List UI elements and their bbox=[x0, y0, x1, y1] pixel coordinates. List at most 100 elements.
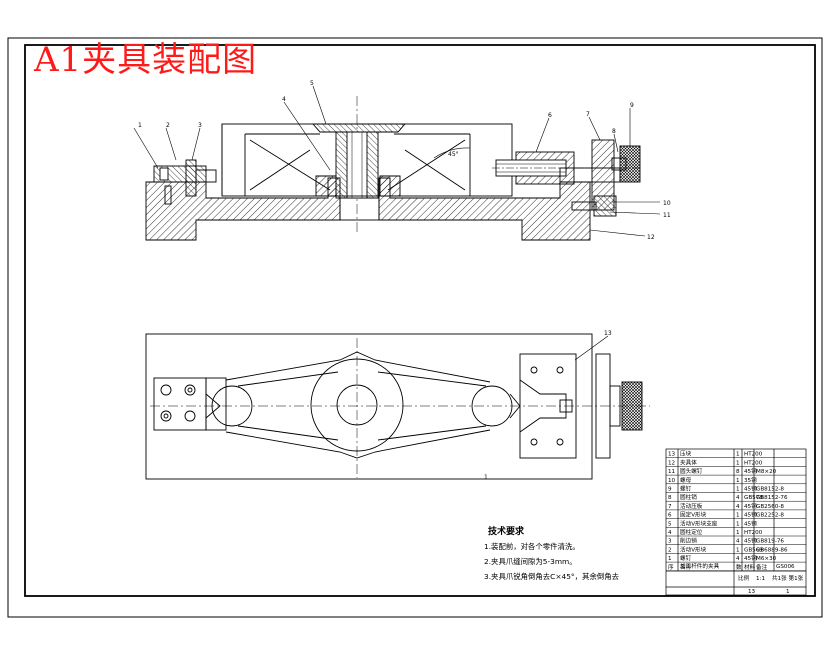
bom-cell: 活动压板 bbox=[680, 502, 703, 510]
bom-header-cell: 材料 bbox=[744, 563, 756, 571]
balloon-8: 8 bbox=[612, 128, 616, 135]
balloon-2: 2 bbox=[166, 122, 170, 129]
bom-cell: M8×20 bbox=[756, 469, 777, 475]
bom-cell: 活动V形块 bbox=[680, 545, 707, 553]
bom-cell: 4 bbox=[736, 504, 740, 510]
inner-border bbox=[24, 44, 816, 597]
bom-cell: HT200 bbox=[744, 452, 763, 458]
bom-cell: 7 bbox=[668, 504, 672, 510]
bom-cell: GB569 bbox=[744, 547, 763, 553]
bom-cell: 45钢 bbox=[744, 485, 757, 493]
bom-cell: 45钢 bbox=[744, 537, 757, 545]
bom-cell: GB819-76 bbox=[756, 539, 784, 545]
balloon-7: 7 bbox=[586, 111, 590, 118]
bom-cell: 6 bbox=[668, 513, 672, 519]
bom-cell: 4 bbox=[668, 530, 672, 536]
angle-label: 45° bbox=[448, 151, 459, 158]
bom-cell: GB2560-8 bbox=[756, 504, 784, 510]
balloon-1: 1 bbox=[138, 122, 142, 129]
bom-cell: 8 bbox=[668, 495, 672, 501]
tech-requirement-2: 2.夹具爪缝间隙为5-3mm。 bbox=[484, 557, 577, 566]
bom-cell: 45钢 bbox=[744, 502, 757, 510]
balloon-13: 13 bbox=[604, 330, 612, 337]
bom-cell: GB578 bbox=[744, 495, 763, 501]
bom-cell: HT200 bbox=[744, 460, 763, 466]
balloon-3: 3 bbox=[198, 122, 202, 129]
bom-cell: 1 bbox=[736, 513, 740, 519]
balloon-leaders bbox=[133, 85, 661, 361]
bom-cell: 1 bbox=[736, 547, 740, 553]
bom-cell: 45钢 bbox=[744, 554, 757, 562]
bom-cell: 2 bbox=[668, 547, 672, 553]
bom-cell: 13 bbox=[668, 452, 676, 458]
balloon-12: 12 bbox=[647, 234, 655, 241]
bom-cell: 10 bbox=[668, 478, 676, 484]
bom-cell: 圆柱销 bbox=[680, 493, 697, 501]
bom-cell: 螺母 bbox=[680, 476, 692, 484]
bom-header-cell: 备注 bbox=[756, 563, 768, 571]
bom-cell: 1 bbox=[736, 460, 740, 466]
bom-cell: GB8152-8 bbox=[756, 487, 784, 493]
bom-cell: GB8152-76 bbox=[756, 495, 788, 501]
tech-requirement-1: 1.装配前，对各个零件清洗。 bbox=[484, 542, 580, 551]
drawing-name: 加工杆件的夹具 bbox=[680, 562, 720, 570]
bom-cell: 夹具体 bbox=[680, 458, 697, 466]
bom-cell: 圆头螺钉 bbox=[680, 467, 703, 475]
bom-cell: HT200 bbox=[744, 530, 763, 536]
sheet-number: 1 bbox=[786, 589, 790, 595]
bom-cell: 11 bbox=[668, 469, 676, 475]
drawing-title: A1夹具装配图 bbox=[34, 40, 258, 80]
tech-requirement-3: 3.夹具爪锐角倒角去C×45°，其余倒角去 bbox=[484, 572, 619, 581]
balloon-numbers: 1 2 3 4 5 6 7 8 9 10 11 12 13 45° bbox=[138, 80, 671, 337]
bom-cell: 5 bbox=[668, 521, 672, 527]
plan-view bbox=[145, 333, 650, 480]
bom-cell: M6×30 bbox=[756, 556, 777, 562]
drawing-number: GS006 bbox=[776, 564, 795, 570]
bom-header-cell: 数 bbox=[736, 563, 742, 571]
front-section-view bbox=[145, 96, 641, 241]
bom-cell: 4 bbox=[736, 495, 740, 501]
outer-border bbox=[7, 37, 823, 618]
bom-header-cell: 序 bbox=[668, 563, 674, 571]
balloon-6: 6 bbox=[548, 112, 552, 119]
bom-cell: 1 bbox=[736, 452, 740, 458]
bom-cell: 1 bbox=[736, 478, 740, 484]
tech-requirements-heading: 技术要求 bbox=[488, 527, 525, 537]
bom-cell: 8 bbox=[736, 469, 740, 475]
bom-cell: 45钢 bbox=[744, 467, 757, 475]
bom-cell: 45钢 bbox=[744, 511, 757, 519]
bom-cell: 9 bbox=[668, 487, 672, 493]
balloon-5: 5 bbox=[310, 80, 314, 87]
sheet-info: 共1张 第1张 bbox=[772, 574, 804, 582]
bom-cell: 1 bbox=[736, 487, 740, 493]
bom-cell: 压块 bbox=[680, 450, 692, 458]
bom-cell: 3 bbox=[668, 539, 672, 545]
bom-cell: 1 bbox=[736, 521, 740, 527]
balloon-11: 11 bbox=[663, 212, 671, 219]
sheets-total: 13 bbox=[748, 589, 756, 595]
bom-cell: 圆柱定位 bbox=[680, 528, 703, 536]
bom-cell: 1 bbox=[736, 530, 740, 536]
bom-cell: 12 bbox=[668, 460, 675, 466]
scale-value: 1:1 bbox=[756, 576, 765, 582]
bom-cell: 45钢 bbox=[744, 519, 757, 527]
balloon-10: 10 bbox=[663, 200, 671, 207]
bom-cell: 螺钉 bbox=[680, 554, 692, 562]
bom-cell: 活动V形块支座 bbox=[680, 519, 718, 527]
bom-cell: 4 bbox=[736, 539, 740, 545]
balloon-4: 4 bbox=[282, 96, 286, 103]
bom-cell: 螺钉 bbox=[680, 485, 692, 493]
bom-cell: 1 bbox=[668, 556, 672, 562]
bom-cell: 削边销 bbox=[680, 537, 697, 545]
scale-label: 比例 bbox=[738, 574, 750, 582]
plan-label: 1 bbox=[484, 474, 488, 481]
bom-cell: GB2252-8 bbox=[756, 513, 784, 519]
balloon-9: 9 bbox=[630, 102, 634, 109]
bom-cell: 35钢 bbox=[744, 476, 757, 484]
bom-cell: GB6889-86 bbox=[756, 547, 788, 553]
bom-cell: 固定V形块 bbox=[680, 511, 707, 519]
bom-cell: 4 bbox=[736, 556, 740, 562]
bom-header-cell: 名称 bbox=[680, 563, 692, 571]
